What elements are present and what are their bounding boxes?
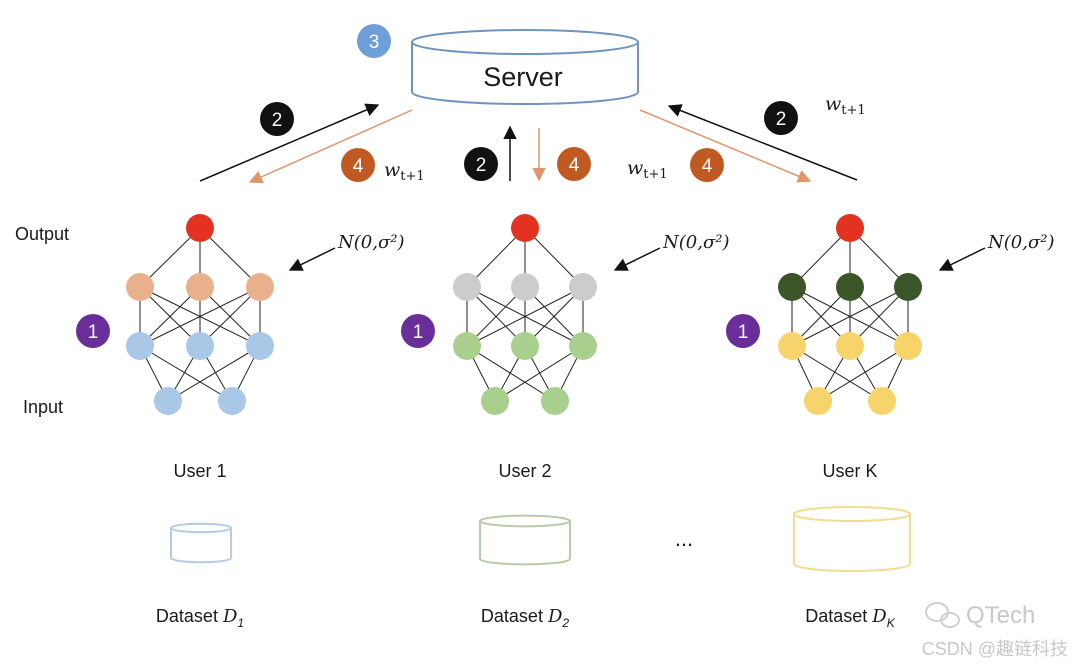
noise-arrow xyxy=(938,247,986,271)
svg-text:2: 2 xyxy=(476,155,487,176)
hidden-node xyxy=(894,332,922,360)
input-node xyxy=(218,387,246,415)
hidden-node xyxy=(246,332,274,360)
server: Server xyxy=(411,29,639,105)
broadcast-arrow-userk xyxy=(639,109,812,183)
output-layer-label: Output xyxy=(15,224,69,244)
watermark: QTech CSDN @趣链科技 xyxy=(922,602,1068,659)
weight-label: wt+1 xyxy=(627,157,668,182)
dataset-label: Dataset D2 xyxy=(481,606,569,630)
hidden-node xyxy=(453,332,481,360)
user-network: 1 N(0,σ²) User 2 Dataset D2 xyxy=(401,214,729,630)
input-node xyxy=(868,387,896,415)
noise-label: N(0,σ²) xyxy=(987,232,1054,253)
step2-badge: 2 xyxy=(260,102,294,136)
weight-label: wt+1 xyxy=(825,93,866,118)
upload-arrow-userk xyxy=(667,104,858,181)
input-node xyxy=(154,387,182,415)
hidden-node xyxy=(126,273,154,301)
svg-text:1: 1 xyxy=(413,322,424,343)
hidden-node xyxy=(186,332,214,360)
svg-text:3: 3 xyxy=(369,32,380,53)
noise-arrow xyxy=(613,247,661,271)
hidden-node xyxy=(511,332,539,360)
svg-text:2: 2 xyxy=(272,110,283,131)
step1-badge: 1 xyxy=(76,314,110,348)
step4-badge: 4 xyxy=(690,148,724,182)
dataset-cylinder xyxy=(170,522,232,564)
step1-badge: 1 xyxy=(726,314,760,348)
user-name: User 1 xyxy=(173,461,226,481)
weight-label: wt+1 xyxy=(384,159,425,184)
user-network: 1 N(0,σ²) User 1 Dataset D1 xyxy=(76,214,404,630)
user-networks: 1 N(0,σ²) User 1 Dataset D1 1 N(0,σ²) User 2 Da… xyxy=(76,214,1054,630)
step4-badge: 4 xyxy=(557,147,591,181)
noise-label: N(0,σ²) xyxy=(662,232,729,253)
input-node xyxy=(541,387,569,415)
step2-badge: 2 xyxy=(764,101,798,135)
upload-arrow-user1 xyxy=(199,103,380,182)
svg-text:4: 4 xyxy=(702,156,713,177)
step4-badge: 4 xyxy=(341,148,375,182)
output-node xyxy=(511,214,539,242)
hidden-node xyxy=(836,273,864,301)
hidden-node xyxy=(569,273,597,301)
svg-text:2: 2 xyxy=(776,109,787,130)
hidden-node xyxy=(186,273,214,301)
noise-arrow xyxy=(288,247,336,271)
hidden-node xyxy=(453,273,481,301)
dataset-cylinder xyxy=(793,506,911,572)
user-name: User 2 xyxy=(498,461,551,481)
input-node xyxy=(804,387,832,415)
user-network: 1 N(0,σ²) User K Dataset DK xyxy=(726,214,1054,630)
hidden-node xyxy=(511,273,539,301)
hidden-node xyxy=(126,332,154,360)
hidden-node xyxy=(778,273,806,301)
svg-text:1: 1 xyxy=(88,322,99,343)
input-layer-label: Input xyxy=(23,397,63,417)
broadcast-arrow-user1 xyxy=(248,109,413,184)
ellipsis: ... xyxy=(675,526,693,551)
output-node xyxy=(836,214,864,242)
hidden-node xyxy=(569,332,597,360)
hidden-node xyxy=(246,273,274,301)
dataset-label: Dataset D1 xyxy=(156,606,244,630)
dataset-label: Dataset DK xyxy=(805,606,895,630)
svg-text:4: 4 xyxy=(569,155,580,176)
wechat-icon xyxy=(925,602,960,628)
output-node xyxy=(186,214,214,242)
svg-text:1: 1 xyxy=(738,322,749,343)
hidden-node xyxy=(836,332,864,360)
user-name: User K xyxy=(822,461,877,481)
dataset-cylinder xyxy=(479,514,571,566)
server-label: Server xyxy=(483,62,563,92)
svg-text:4: 4 xyxy=(353,156,364,177)
input-node xyxy=(481,387,509,415)
watermark-footer: CSDN @趣链科技 xyxy=(922,639,1068,659)
step2-badge: 2 xyxy=(464,147,498,181)
noise-label: N(0,σ²) xyxy=(337,232,404,253)
step3-badge: 3 xyxy=(357,24,391,58)
watermark-brand: QTech xyxy=(966,602,1035,629)
hidden-node xyxy=(894,273,922,301)
step1-badge: 1 xyxy=(401,314,435,348)
hidden-node xyxy=(778,332,806,360)
